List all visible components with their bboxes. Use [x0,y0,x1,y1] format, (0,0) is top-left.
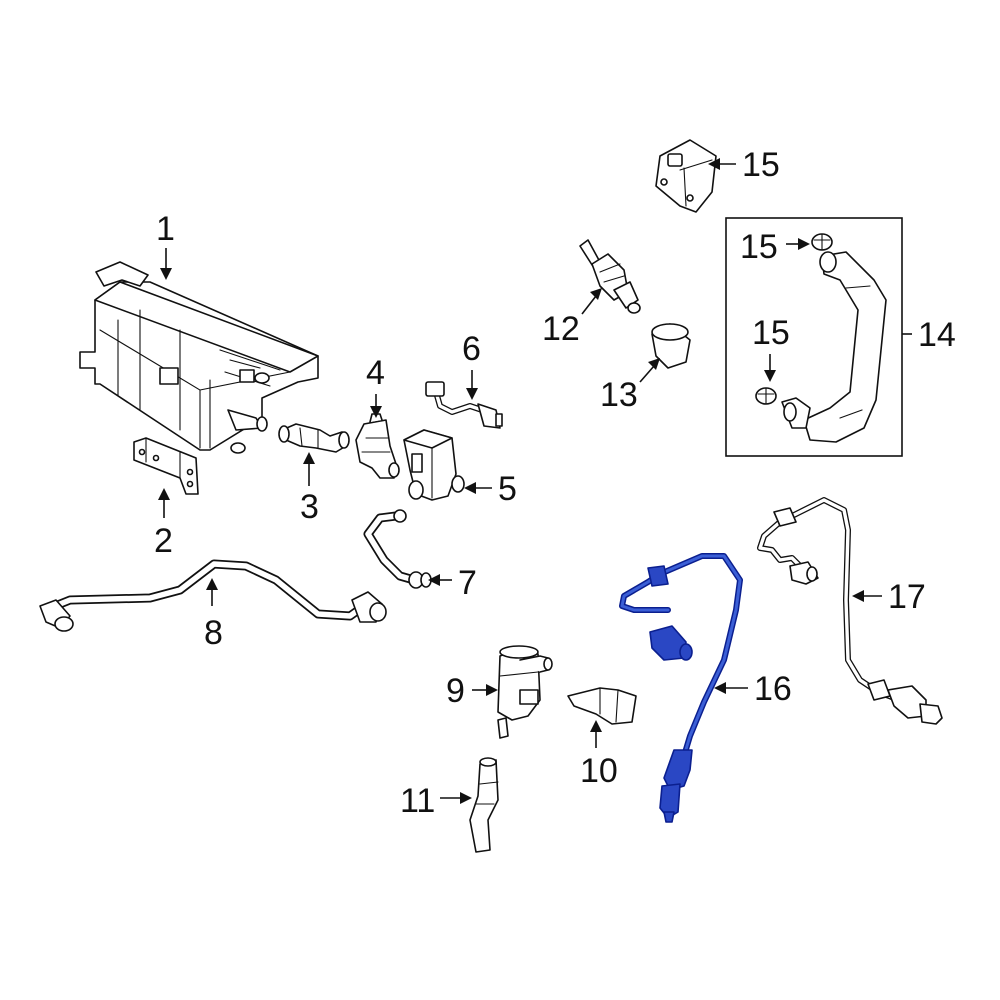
callout-2[interactable]: 2 [154,488,173,560]
callout-label-2: 2 [154,522,173,560]
part-11-hose[interactable] [469,757,499,853]
part-18-oxygen-sensor[interactable] [757,497,943,725]
callout-9[interactable]: 9 [446,672,498,710]
arrow-icon [206,578,218,590]
arrow-icon [648,358,660,370]
callout-label-9: 9 [446,672,465,710]
callout-label-5: 5 [498,470,517,508]
arrow-icon [464,482,476,494]
callout-18[interactable]: 17 [852,578,926,616]
part-7-hose[interactable] [363,509,432,589]
callout-6[interactable]: 6 [462,330,481,400]
callout-15a[interactable]: 15 [740,228,810,266]
part-4-clip[interactable] [355,413,400,479]
callout-label-15a: 15 [740,228,778,266]
arrow-icon [714,682,726,694]
arrow-icon [466,388,478,400]
leader-line [639,365,655,383]
part-2-bracket[interactable] [133,437,199,495]
callout-label-7: 7 [458,564,477,602]
leader-line [581,295,597,315]
arrow-icon [486,684,498,696]
callout-8[interactable]: 8 [204,578,223,652]
callout-14[interactable]: 14 [902,316,956,354]
part-3-connector[interactable] [278,423,350,453]
callout-17[interactable]: 16 [714,670,792,708]
part-1-canister[interactable] [79,261,319,454]
callout-12[interactable]: 12 [542,288,602,348]
arrow-icon [852,590,864,602]
callout-label-13: 13 [600,376,638,414]
group-box [725,217,903,457]
callout-4[interactable]: 4 [366,354,385,418]
callout-label-15b: 15 [752,314,790,352]
arrow-icon [158,488,170,500]
arrow-icon [160,268,172,280]
callout-1[interactable]: 1 [156,210,175,280]
arrow-icon [370,406,382,418]
arrow-icon [708,158,720,170]
callout-label-18: 17 [888,578,926,616]
callout-label-8: 8 [204,614,223,652]
arrow-icon [590,720,602,732]
part-8-hose[interactable] [39,559,387,632]
arrow-icon [460,792,472,804]
callout-label-4: 4 [366,354,385,392]
callout-label-1: 1 [156,210,175,248]
callout-5[interactable]: 5 [464,470,517,508]
callout-label-10: 10 [580,752,618,790]
arrow-icon [764,370,776,382]
part-17-oxygen-sensor[interactable] [619,553,743,823]
callout-label-16: 15 [742,146,780,184]
callout-11[interactable]: 11 [400,782,472,820]
callout-13[interactable]: 13 [600,358,660,414]
callout-7[interactable]: 7 [428,564,477,602]
part-5-purge-valve[interactable] [403,429,465,501]
part-16-sensor[interactable] [655,139,717,213]
callout-label-12: 12 [542,310,580,348]
callout-label-11: 11 [400,782,435,820]
arrow-icon [590,288,602,300]
part-6-harness[interactable] [425,381,503,429]
part-12-sensor[interactable] [579,239,641,314]
callout-label-14: 14 [918,316,956,354]
callout-label-3: 3 [300,488,319,526]
arrow-icon [428,574,440,586]
part-13-cap[interactable] [651,323,691,369]
callout-16[interactable]: 15 [708,146,780,184]
arrow-icon [798,238,810,250]
arrow-icon [303,452,315,464]
callout-label-17: 16 [754,670,792,708]
part-14-hose-assembly[interactable] [725,217,903,457]
callout-10[interactable]: 10 [580,720,618,790]
part-9-valve[interactable] [497,645,553,739]
part-15-clamp-upper[interactable] [811,233,833,251]
part-15-clamp-lower[interactable] [755,387,777,405]
callout-3[interactable]: 3 [300,452,319,526]
callout-15b[interactable]: 15 [752,314,790,382]
callout-label-6: 6 [462,330,481,368]
part-10-bracket[interactable] [567,687,637,725]
